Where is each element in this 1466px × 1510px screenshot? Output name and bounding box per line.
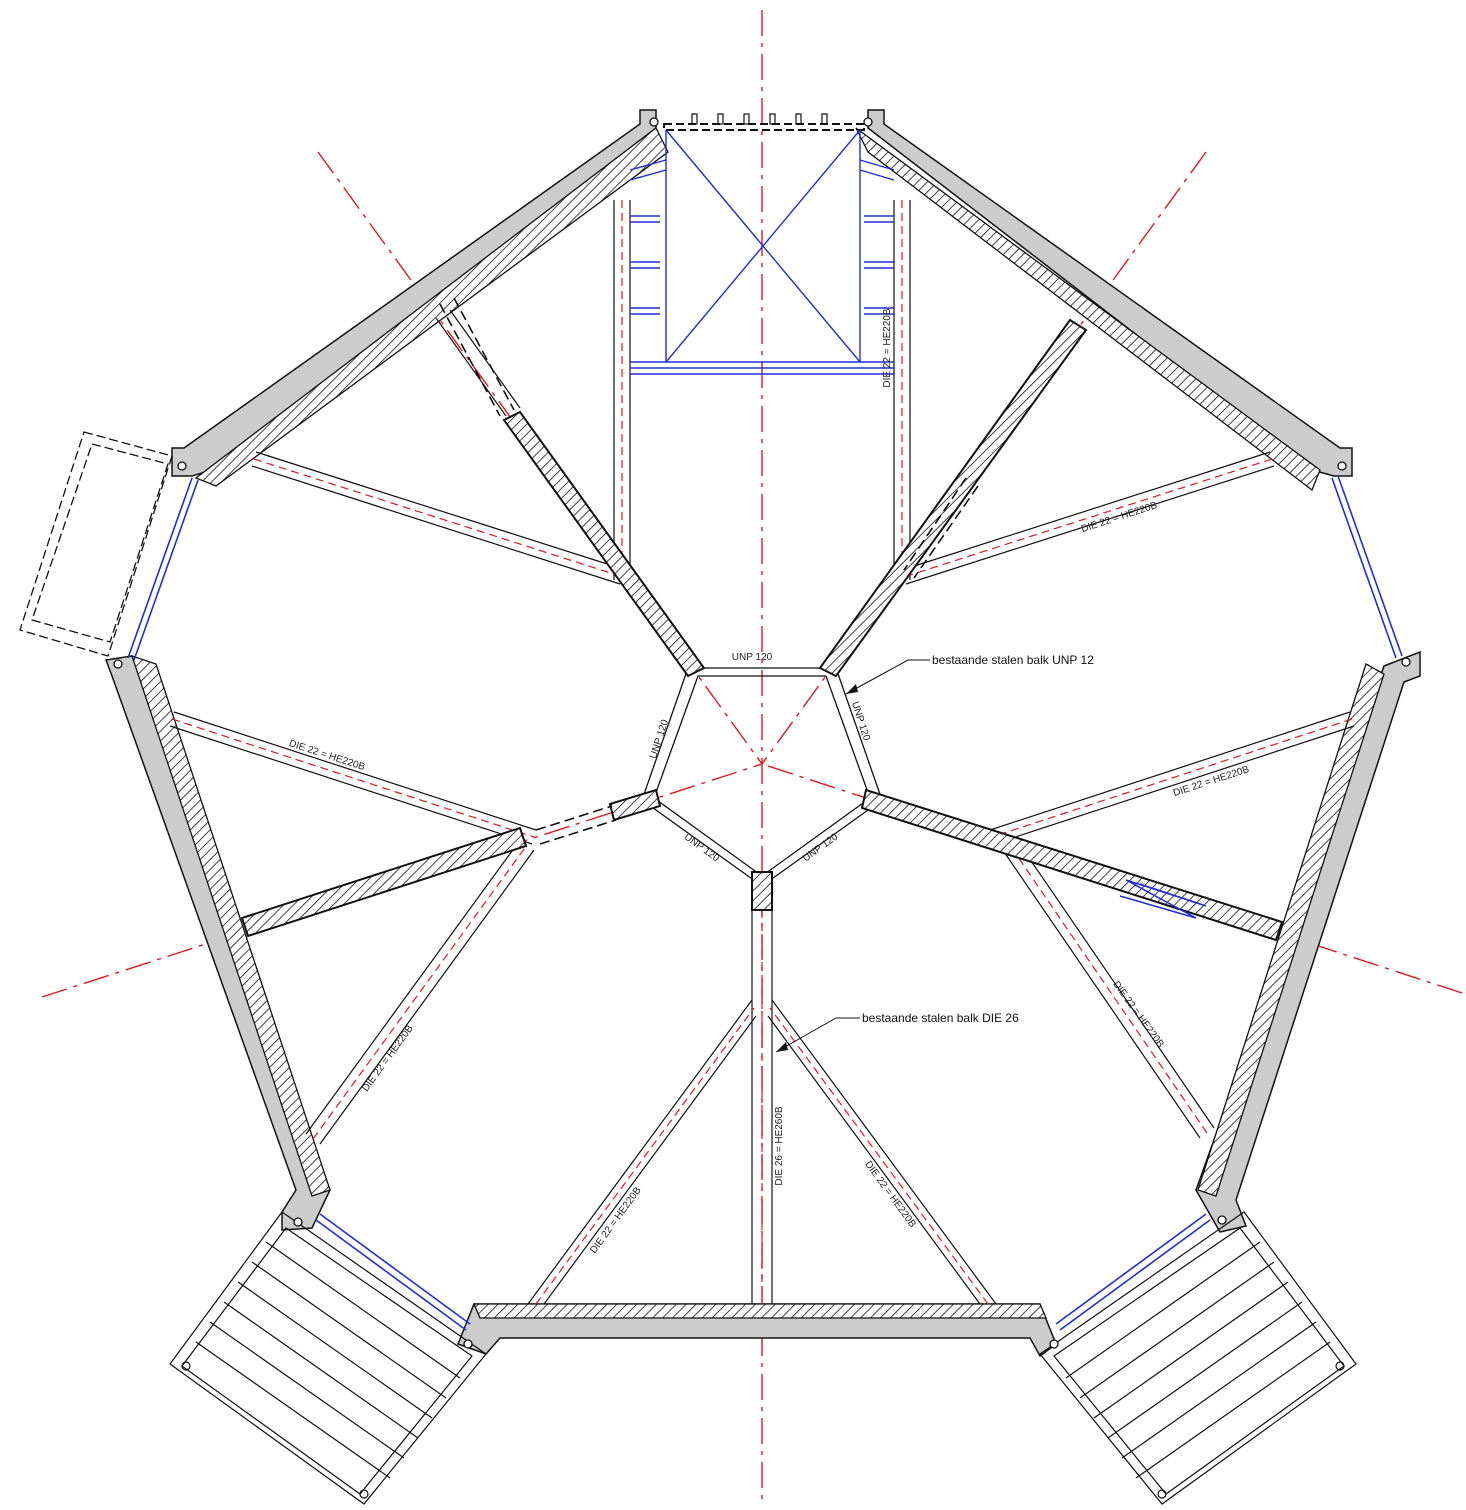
tower-top bbox=[613, 113, 911, 580]
leader-unp bbox=[845, 659, 930, 695]
leader-die bbox=[775, 1017, 860, 1053]
inner-pentagon bbox=[641, 667, 883, 887]
label-die-right-diag: DIE 22 = HE220B bbox=[1110, 979, 1166, 1050]
label-die-left-lower: DIE 22 = HE220B bbox=[360, 1023, 416, 1094]
left-stair bbox=[169, 1211, 487, 1505]
heavy-beams bbox=[240, 318, 1284, 942]
label-unp-bottom-right: UNP 120 bbox=[801, 831, 841, 864]
dashed-beam-ext bbox=[439, 297, 979, 845]
leader-die-arrow bbox=[776, 1042, 788, 1052]
label-die-top-right-vertical: DIE 22 = HE220B bbox=[882, 308, 893, 388]
annotation-unp: bestaande stalen balk UNP 12 bbox=[932, 653, 1094, 667]
annotations: bestaande stalen balk UNP 12 bestaande s… bbox=[775, 653, 1094, 1053]
label-unp-bottom-left: UNP 120 bbox=[682, 832, 722, 865]
corner-markers bbox=[113, 117, 1411, 1349]
right-beam-brace bbox=[1119, 879, 1207, 919]
right-stair bbox=[1039, 1211, 1357, 1505]
tower-bracing bbox=[629, 129, 895, 375]
inner-walls-hatched bbox=[130, 127, 1385, 1319]
outer-walls bbox=[104, 109, 1421, 1358]
label-die-center: DIE 26 = HE260B bbox=[774, 1106, 785, 1186]
label-unp-right: UNP 120 bbox=[849, 700, 872, 742]
dashed-annex bbox=[19, 431, 173, 657]
beam-labels: UNP 120 UNP 120 UNP 120 UNP 120 UNP 120 … bbox=[287, 308, 1251, 1256]
label-unp-top: UNP 120 bbox=[732, 652, 773, 663]
main-beams bbox=[169, 309, 1355, 1305]
annotation-die: bestaande stalen balk DIE 26 bbox=[862, 1011, 1019, 1025]
leader-unp-arrow bbox=[846, 684, 858, 694]
label-die-right-upper: DIE 22 = HE220B bbox=[1080, 500, 1159, 535]
label-unp-left: UNP 120 bbox=[648, 718, 671, 760]
window-frames bbox=[127, 475, 1403, 1331]
label-die-bottom-right: DIE 22 = HE220B bbox=[862, 1159, 918, 1230]
